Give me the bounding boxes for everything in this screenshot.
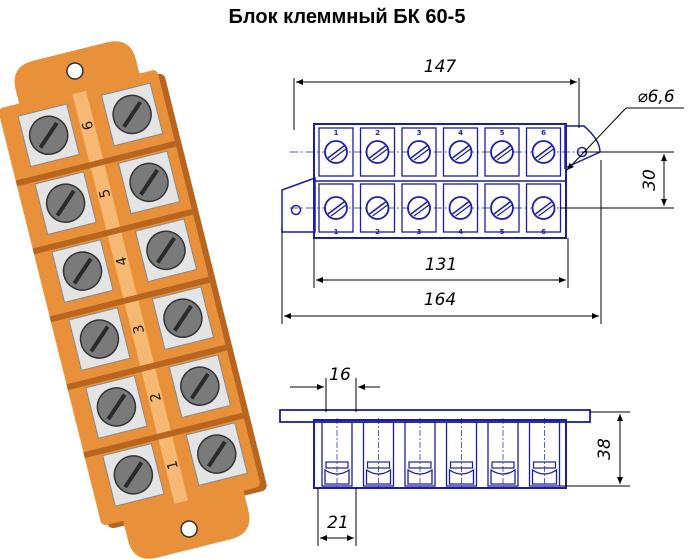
front-top-number: 1 (334, 129, 339, 137)
iso-screw-slot (122, 100, 143, 128)
iso-screw-slot (156, 236, 176, 264)
front-screw-slot (369, 145, 386, 159)
front-screw-slot2 (413, 148, 430, 161)
diagram-title: Блок клеммный БК 60-5 (228, 6, 466, 28)
dimension-lines: 147 ⌀6,6 30 131 164 16 38 (281, 57, 684, 546)
side-body (313, 419, 567, 489)
front-screw-slot2 (496, 148, 513, 161)
front-screw-slot2 (330, 148, 347, 161)
front-cell (525, 127, 562, 177)
front-screw-slot (452, 145, 469, 159)
front-screw-slot (535, 201, 552, 215)
dim-hole-diameter: ⌀6,6 (637, 87, 674, 107)
front-cell (401, 183, 437, 233)
iso-screw-slot (139, 168, 159, 196)
dim-16: 16 (329, 365, 351, 385)
front-screw-slot2 (372, 148, 388, 161)
front-cell (359, 183, 396, 233)
side-clamp (490, 468, 516, 485)
front-cell (442, 183, 479, 233)
iso-separator (15, 140, 177, 187)
front-screw-slot (369, 201, 386, 215)
front-screw-slot2 (413, 204, 430, 217)
isometric-view: 6 5 4 3 2 1 (0, 41, 267, 559)
front-tab-left (281, 176, 316, 233)
side-clamp (448, 468, 475, 485)
front-screw-slot (493, 201, 511, 215)
front-cell (484, 183, 520, 233)
dim-38: 38 (595, 438, 615, 460)
front-screw-slot2 (372, 204, 388, 217)
iso-terminal-number: 6 (80, 119, 98, 132)
iso-terminal-number: 5 (97, 187, 115, 200)
iso-mount-hole-top (66, 62, 84, 80)
front-screw-slot (535, 145, 552, 159)
front-screw-slot (410, 201, 428, 215)
front-screw-slot (410, 145, 428, 159)
front-screw-slot2 (330, 204, 347, 217)
front-screw-slot2 (538, 204, 554, 217)
front-cell (484, 127, 520, 177)
iso-terminal-number: 3 (130, 323, 148, 336)
side-clamp (407, 468, 433, 485)
dim-30: 30 (640, 169, 660, 191)
front-top-number: 4 (458, 129, 463, 137)
iso-mount-hole-bottom (180, 520, 198, 538)
front-cell (442, 127, 479, 177)
iso-terminal-number: 1 (164, 459, 182, 472)
front-hole-left (290, 204, 302, 216)
side-clamp (365, 468, 392, 485)
front-cell (318, 183, 354, 233)
iso-terminal-number: 4 (113, 255, 131, 268)
front-top-number: 5 (500, 129, 505, 137)
iso-screw-slot (123, 461, 144, 489)
iso-separator (49, 276, 211, 323)
iso-screw-slot (189, 372, 210, 400)
dim-21: 21 (327, 513, 349, 533)
front-screw-slot2 (496, 204, 513, 217)
iso-separator (83, 412, 244, 459)
iso-screw-slot (38, 121, 59, 149)
front-top-number: 2 (375, 129, 380, 137)
side-clamp (531, 468, 558, 485)
front-screw-slot (452, 201, 469, 215)
front-bottom-number: 3 (417, 228, 422, 236)
iso-screw-slot (89, 325, 110, 353)
front-cell (318, 127, 354, 177)
iso-screw-slot (173, 304, 193, 332)
front-screw-slot2 (455, 148, 471, 161)
front-cell (401, 127, 437, 177)
side-view (279, 409, 591, 489)
side-clamp (324, 468, 350, 485)
iso-separator (66, 344, 228, 391)
front-cell (359, 127, 396, 177)
front-bottom-number: 6 (541, 228, 546, 236)
iso-screw-slot (55, 189, 76, 217)
front-screw-slot (327, 145, 345, 159)
front-screw-slot2 (455, 204, 471, 217)
iso-screw-slot (72, 257, 93, 285)
dim-131: 131 (425, 255, 457, 275)
iso-screw-slot (206, 440, 227, 468)
front-top-number: 6 (541, 129, 546, 137)
iso-terminal-number: 2 (147, 391, 165, 404)
front-bottom-number: 2 (375, 228, 380, 236)
front-view: 1 1 2 2 3 3 4 4 5 5 6 6 (281, 123, 601, 239)
front-screw-slot (327, 201, 345, 215)
dim-147: 147 (424, 57, 457, 77)
front-bottom-number: 1 (334, 228, 339, 236)
front-screw-slot2 (538, 148, 554, 161)
front-screw-slot (493, 145, 511, 159)
front-bottom-number: 4 (458, 228, 463, 236)
iso-screw-slot (106, 393, 127, 421)
iso-body-group: 6 5 4 3 2 1 (0, 41, 267, 559)
front-bottom-number: 5 (500, 228, 505, 236)
front-top-number: 3 (417, 129, 422, 137)
dim-164: 164 (424, 290, 456, 310)
iso-separator (32, 208, 194, 255)
